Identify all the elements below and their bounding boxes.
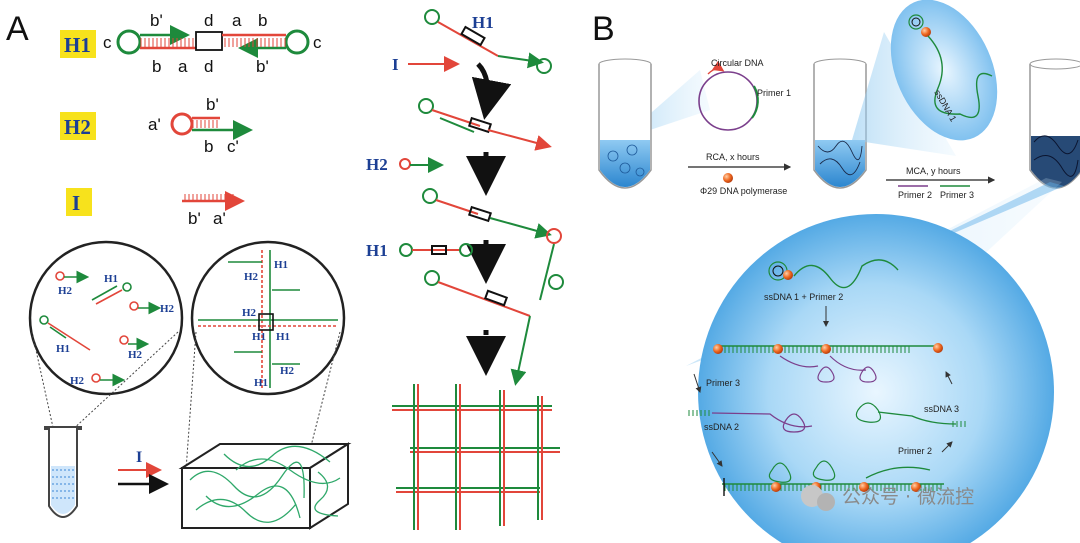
- circle2-label-6: H2: [280, 365, 295, 377]
- flow-arrow-1: [471, 62, 512, 120]
- label-ssdna3: ssDNA 3: [924, 404, 959, 414]
- ssdna1-zoom: [890, 0, 998, 141]
- reaction-i-label: I: [136, 449, 142, 466]
- flow-column: H1 I H2 H1: [366, 9, 564, 530]
- ssdna1-strand: [908, 14, 993, 119]
- watermark: 公众号 · 微流控: [801, 485, 974, 511]
- tube-1: [598, 58, 652, 189]
- flow-h1-top: H1: [472, 13, 494, 32]
- h2-seg-b-prime: b': [206, 95, 219, 114]
- label-circular-dna: Circular DNA: [711, 58, 764, 68]
- circular-dna: [698, 60, 759, 131]
- h2-stem: [192, 120, 220, 128]
- i-seg-a-prime: a': [213, 209, 226, 228]
- label-ssdna1-primer2: ssDNA 1 + Primer 2: [764, 292, 843, 302]
- h2-label: H2: [64, 115, 91, 139]
- flow-h1-mid: H1: [366, 241, 388, 260]
- tube-2: [813, 58, 867, 189]
- circle2-label-4: H1: [252, 331, 266, 343]
- h1-highlight: [60, 30, 96, 58]
- h1-right-stem: [222, 38, 286, 47]
- h1-label: H1: [64, 33, 91, 57]
- panel-b: B Circular DNA Primer 1 RCA, x hours Φ29…: [592, 0, 1080, 543]
- circle2-label-3: H2: [242, 307, 257, 319]
- zoom-circle-network: H1 H2 H2 H1 H1 H2 H1: [190, 240, 346, 396]
- circle1-label-2: H1: [104, 273, 118, 285]
- h1-seg-b-top: b: [258, 11, 267, 30]
- h2-structure: [170, 112, 253, 140]
- h2-seg-b: b: [204, 137, 213, 156]
- label-ssdna2: ssDNA 2: [704, 422, 739, 432]
- zoom-circle-monomers: H2 H1 H2 H1 H2 H2: [28, 240, 184, 396]
- i-structure: [182, 191, 245, 211]
- circle2-label-2: H2: [244, 271, 259, 283]
- label-mca: MCA, y hours: [906, 166, 961, 176]
- tube-3: [1029, 58, 1080, 189]
- h1-seg-b-bottom: b: [152, 57, 161, 76]
- label-primer-2-detail: Primer 2: [898, 446, 932, 456]
- label-primer-2-top: Primer 2: [898, 190, 932, 200]
- h1-seg-c-right: c: [313, 33, 322, 52]
- h2-highlight: [60, 112, 96, 140]
- test-tube-a: [44, 426, 82, 518]
- h2-seg-a-prime: a': [148, 115, 161, 134]
- h1-left-stem: [140, 38, 196, 47]
- zoom-lines: [31, 331, 341, 471]
- polymerase-bead: [723, 173, 733, 183]
- panel-a: A H1 b' d a b c c b a d b' H2: [6, 9, 564, 530]
- h1-seg-a-bottom: a: [178, 57, 188, 76]
- h1-seg-b-prime-right: b': [256, 57, 269, 76]
- detail-contents: ssDNA 1 + Primer 2 Primer 3 ssDNA 2: [686, 259, 968, 496]
- h2-loop: [170, 112, 194, 136]
- label-primer-3-detail: Primer 3: [706, 378, 740, 388]
- watermark-text: 公众号 · 微流控: [842, 486, 974, 508]
- circle2-label-1: H1: [274, 259, 288, 271]
- circle1-label-3: H2: [160, 303, 175, 315]
- panel-a-letter: A: [6, 10, 29, 48]
- circle1-label-6: H2: [70, 375, 85, 387]
- h1-left-loop: [116, 29, 142, 55]
- circle1-label-5: H2: [128, 349, 143, 361]
- h1-seg-a-top: a: [232, 11, 242, 30]
- i-ticks: [184, 194, 234, 200]
- i-highlight: [66, 188, 92, 216]
- h1-right-loop: [284, 29, 310, 55]
- label-primer-1: Primer 1: [757, 88, 791, 98]
- i-seg-b-prime: b': [188, 209, 201, 228]
- label-rca: RCA, x hours: [706, 152, 760, 162]
- h1-d-domain: [195, 31, 223, 51]
- i-label: I: [72, 191, 80, 215]
- hydrogel-box: [178, 442, 352, 530]
- panel-b-letter: B: [592, 10, 615, 48]
- h1-structure: [116, 25, 310, 58]
- flow-h2-label: H2: [366, 155, 388, 174]
- h1-seg-b-prime-left: b': [150, 11, 163, 30]
- label-polymerase: Φ29 DNA polymerase: [700, 186, 787, 196]
- h1-seg-d-top: d: [204, 11, 213, 30]
- label-primer-3-top: Primer 3: [940, 190, 974, 200]
- circle1-label-1: H2: [58, 285, 73, 297]
- h1-seg-d-bottom: d: [204, 57, 213, 76]
- circle2-label-7: H1: [254, 377, 268, 389]
- h2-seg-c-prime: c': [227, 137, 239, 156]
- flow-network: [392, 384, 560, 530]
- circle2-label-5: H1: [276, 331, 290, 343]
- h1-seg-c-left: c: [103, 33, 112, 52]
- circle1-label-4: H1: [56, 343, 70, 355]
- flow-i-label: I: [392, 55, 399, 74]
